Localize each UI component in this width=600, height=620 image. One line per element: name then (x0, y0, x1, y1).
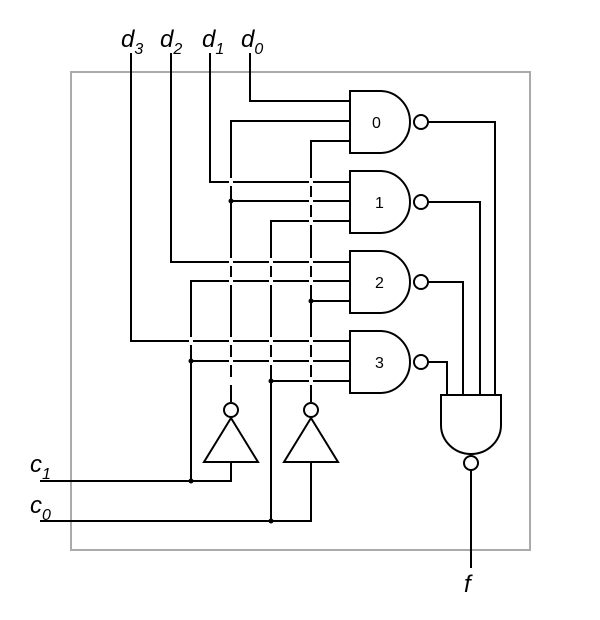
wire-d2 (170, 53, 350, 263)
nand-gate-3: 3 (349, 330, 429, 394)
input-label-d1: d1 (202, 26, 224, 58)
gate-label-1: 1 (375, 195, 384, 212)
inverter-c1 (202, 402, 260, 463)
input-label-d0: d0 (241, 26, 263, 58)
wire-gate0-out (428, 121, 496, 395)
junction-dot (268, 378, 274, 384)
junction-dot (268, 518, 274, 524)
junction-dot (228, 198, 234, 204)
junction-dot (188, 358, 194, 364)
wire-gate2-out (428, 281, 464, 395)
input-label-c0: c0 (30, 492, 51, 524)
wire-c0-to-gate1 (270, 220, 350, 521)
junction-dot (308, 298, 314, 304)
circuit-frame (70, 71, 531, 551)
gate-label-2: 2 (375, 275, 384, 292)
input-label-d2: d2 (160, 26, 182, 58)
nand-gate-2: 2 (349, 250, 429, 314)
gate-label-0: 0 (372, 115, 381, 132)
output-label-f: f (464, 571, 473, 598)
nand-gate-1: 1 (349, 170, 429, 234)
input-label-d3: d3 (121, 26, 143, 58)
nand-gate-0: 0 (349, 90, 429, 154)
wire-c0-inverted (310, 140, 350, 402)
wire-d0 (249, 53, 350, 102)
wire-gate3-out (428, 361, 448, 395)
crossover-gaps (189, 178, 313, 385)
inverter-c0 (282, 402, 340, 463)
output-nand-gate (440, 394, 502, 471)
junction-dot (188, 478, 194, 484)
input-label-c1: c1 (30, 451, 51, 483)
wire-c1 (40, 462, 232, 482)
wire-d1 (209, 53, 350, 183)
wire-d3 (130, 53, 350, 342)
wire-c0 (40, 462, 312, 522)
gate-label-3: 3 (375, 355, 384, 372)
wire-c1-to-gate2 (190, 280, 350, 481)
wire-gate1-out (428, 201, 481, 395)
wire-c1-inverted (230, 120, 350, 402)
